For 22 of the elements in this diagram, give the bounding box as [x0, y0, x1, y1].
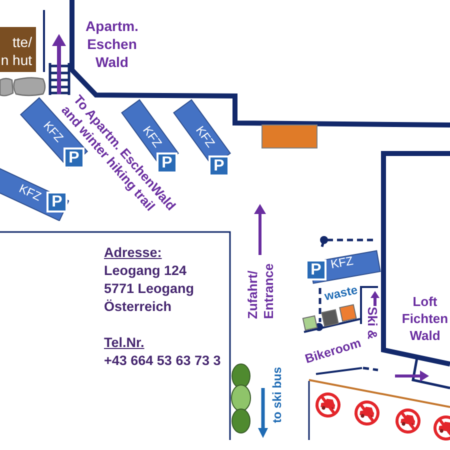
direction-label: Zufahrt/ Entrance [245, 262, 277, 319]
parking-label: KFZ [16, 182, 44, 204]
address-line: Österreich [104, 298, 172, 315]
parking-sign: P [208, 156, 230, 176]
building-label: Loft Fichten Wald [400, 293, 450, 344]
direction-label: to ski bus [270, 367, 284, 423]
parking-sign: P [46, 192, 68, 212]
parking-space [305, 250, 381, 284]
room-label: Ski & [364, 306, 380, 340]
hut-box [0, 27, 36, 72]
phone-heading: Tel.Nr. [104, 334, 144, 351]
building-outline [381, 151, 450, 367]
address-line: Leogang 124 [104, 262, 187, 279]
parking-sign: P [64, 148, 84, 168]
apartment-label: Apartm. Eschen Wald [84, 17, 140, 71]
address-line: 5771 Leogang [104, 280, 194, 297]
parking-label: KFZ [330, 254, 354, 272]
waste-label: waste [323, 282, 359, 304]
parking-sign: P [306, 260, 326, 280]
phone-number: +43 664 53 63 73 3 [104, 352, 221, 369]
hut-label: tte/ n hut [0, 33, 32, 69]
address-heading: Adresse: [104, 244, 162, 261]
